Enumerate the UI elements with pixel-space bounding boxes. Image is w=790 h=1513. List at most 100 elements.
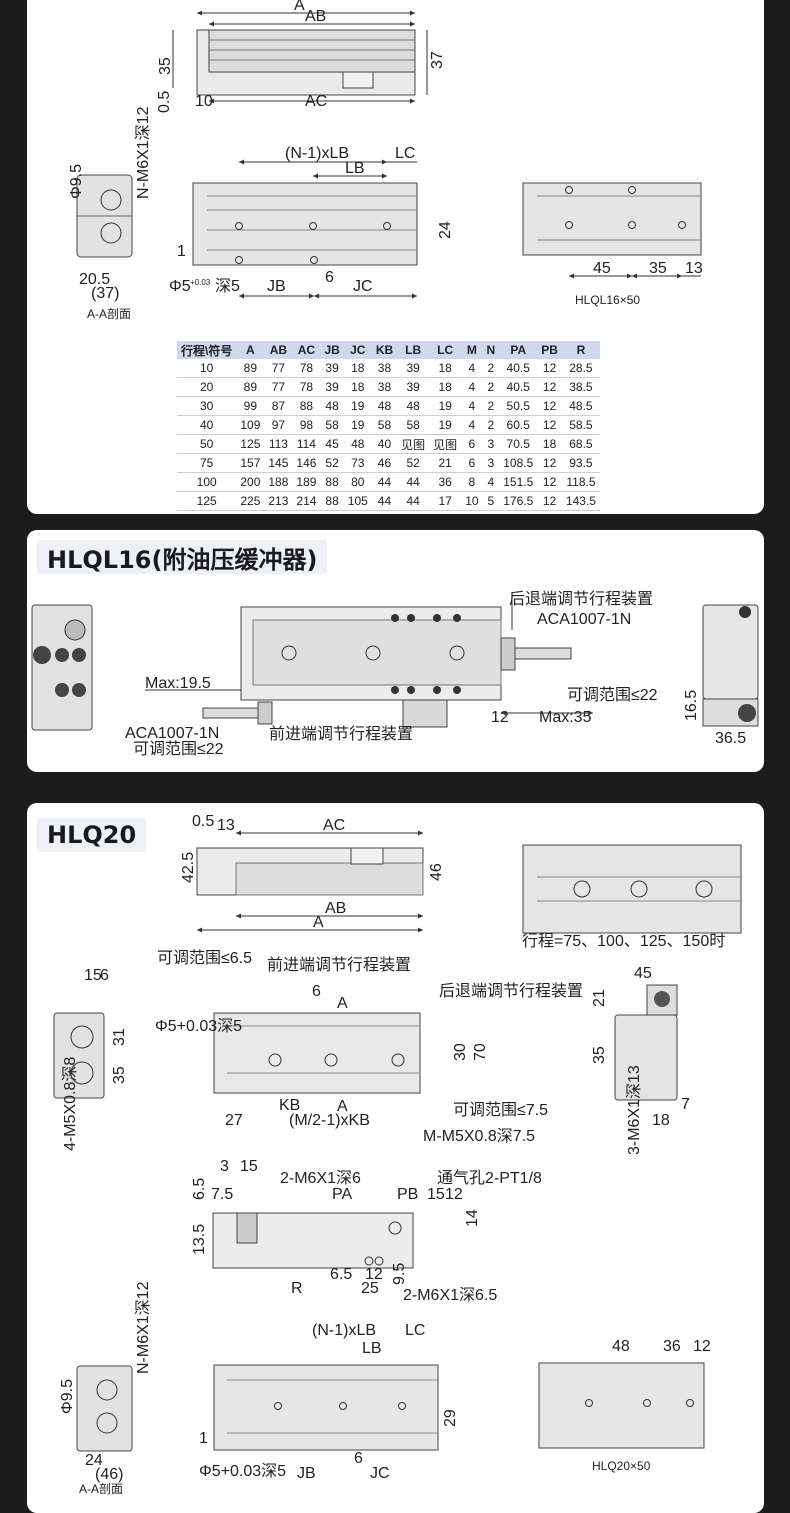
dim-27: 27 [225, 1112, 243, 1129]
spec-header-2: AB [264, 341, 293, 359]
table-cell: 88 [292, 396, 321, 416]
table-cell: 44 [371, 472, 398, 492]
dim-05: 0.5 [192, 813, 214, 830]
table-cell: 213 [264, 491, 293, 511]
table-cell: 10 [461, 491, 483, 511]
table-cell: 176.5 [499, 491, 538, 511]
table-cell: 4 [482, 472, 500, 492]
dim-3: 3 [220, 1158, 229, 1175]
dim-m2kb: (M/2-1)xKB [289, 1112, 370, 1129]
dim-21: 21 [591, 989, 608, 1007]
dim-425: 42.5 [180, 852, 197, 883]
spec-header-12: PB [537, 341, 562, 359]
table-cell: 105 [343, 491, 372, 511]
dim-lc: LC [405, 1322, 425, 1339]
dim-29: 29 [442, 1409, 459, 1427]
spec-header-9: M [461, 341, 483, 359]
dim-65b: 6.5 [330, 1266, 352, 1283]
dim-48: 48 [612, 1338, 630, 1355]
hlq20-drawings: 0.5 13 AC 42.5 46 AB A 行程=75、100、125、150… [53, 813, 742, 1496]
table-cell: 89 [236, 359, 265, 378]
table-cell: 58.5 [561, 415, 600, 435]
dim-n1lb: (N-1)xLB [312, 1322, 376, 1339]
table-cell: 28.5 [561, 359, 600, 378]
spec-header-8: LC [429, 341, 462, 359]
max35-label: Max:35 [539, 709, 592, 726]
m5-label: 4-M5X0.8深8 [61, 1057, 79, 1151]
phi5-label: Φ5+0.03深5 [199, 1462, 286, 1480]
dim-24: 24 [85, 1452, 103, 1469]
dim-46: 46 [428, 863, 445, 881]
dim-phi95: Φ9.5 [68, 164, 85, 199]
table-cell: 6 [461, 453, 483, 473]
table-cell: 143.5 [561, 491, 600, 511]
dim-nm6: N-M6X1深12 [134, 106, 152, 199]
spec-header-3: AC [292, 341, 321, 359]
model-label: HLQ20×50 [592, 1459, 651, 1473]
table-cell: 44 [397, 491, 430, 511]
dim-ac: AC [305, 93, 327, 110]
top-right-view: 行程=75、100、125、150时 [522, 844, 742, 950]
table-cell: 98 [292, 415, 321, 435]
table-cell: 44 [397, 472, 430, 492]
table-cell: 40.5 [499, 359, 538, 378]
table-cell: 188 [264, 472, 293, 492]
table-cell: 78 [292, 377, 321, 397]
dim-18: 18 [652, 1112, 670, 1129]
side-view-left [31, 604, 93, 731]
table-cell: 39 [397, 359, 430, 378]
dim-1: 1 [199, 1430, 208, 1447]
table-cell: 36 [429, 472, 462, 492]
table-cell: 200 [236, 472, 265, 492]
dim-r: R [291, 1280, 303, 1297]
aca-bottom-label: ACA1007-1N [125, 725, 219, 742]
rear-adjust-label: 后退端调节行程装置 [439, 982, 583, 1000]
dim-13: 13 [685, 260, 703, 277]
side-view: 15 6 31 35 4-M5X0.8深8 [53, 967, 128, 1151]
m6-label: 3-M6X1深13 [625, 1065, 643, 1155]
table-cell: 2 [482, 359, 500, 378]
table-cell: 12 [537, 472, 562, 492]
dim-165: 16.5 [683, 690, 700, 721]
dim-jc: JC [370, 1465, 390, 1482]
table-cell: 17 [429, 491, 462, 511]
vent-label: 通气孔2-PT1/8 [437, 1169, 542, 1187]
dim-05: 0.5 [156, 91, 173, 113]
spec-header-5: JC [343, 341, 372, 359]
dim-nm6: N-M6X1深12 [134, 1281, 152, 1374]
table-cell: 145 [264, 453, 293, 473]
dim-35r: 35 [591, 1046, 608, 1064]
top-view: A AB AC 10 35 37 0.5 [156, 0, 446, 113]
table-cell: 151.5 [499, 472, 538, 492]
table-cell: 10 [177, 359, 237, 378]
hlql16-buffer-panel: HLQL16(附油压缓冲器) 后退端调节行程装 [27, 530, 764, 772]
dim-13: 13 [217, 817, 235, 834]
section-aa: A-A剖面 [87, 307, 131, 321]
table-cell: 68.5 [561, 434, 600, 454]
dim-45r: 45 [634, 965, 652, 982]
table-cell: 73 [343, 453, 372, 473]
m6b-label: 2-M6X1深6.5 [403, 1286, 497, 1304]
table-cell: 87 [264, 396, 293, 416]
stroke-note: 行程=75、100、125、150时 [522, 932, 725, 950]
table-cell: 18 [343, 359, 372, 378]
table-cell: 21 [429, 453, 462, 473]
table-cell: 19 [343, 415, 372, 435]
table-cell: 58 [371, 415, 398, 435]
dim-45: 45 [593, 260, 611, 277]
table-cell: 50.5 [499, 396, 538, 416]
dim-70: 70 [472, 1043, 489, 1061]
table-cell: 18 [537, 434, 562, 454]
table-cell: 114 [292, 434, 321, 454]
range75-label: 可调范围≤7.5 [453, 1101, 548, 1119]
dim-jb: JB [297, 1465, 316, 1482]
hlql16-drawings: A AB AC 10 35 37 0.5 (N-1)xLB LB LC 24 1… [68, 0, 703, 321]
range65-label: 可调范围≤6.5 [157, 949, 252, 967]
middle-view: 可调范围≤6.5 前进端调节行程装置 后退端调节行程装置 6 A Φ5+0.03… [155, 949, 583, 1145]
dim-lc: LC [395, 145, 415, 162]
table-cell: 60.5 [499, 415, 538, 435]
dim-35s: 35 [111, 1066, 128, 1084]
table-cell: 70.5 [499, 434, 538, 454]
